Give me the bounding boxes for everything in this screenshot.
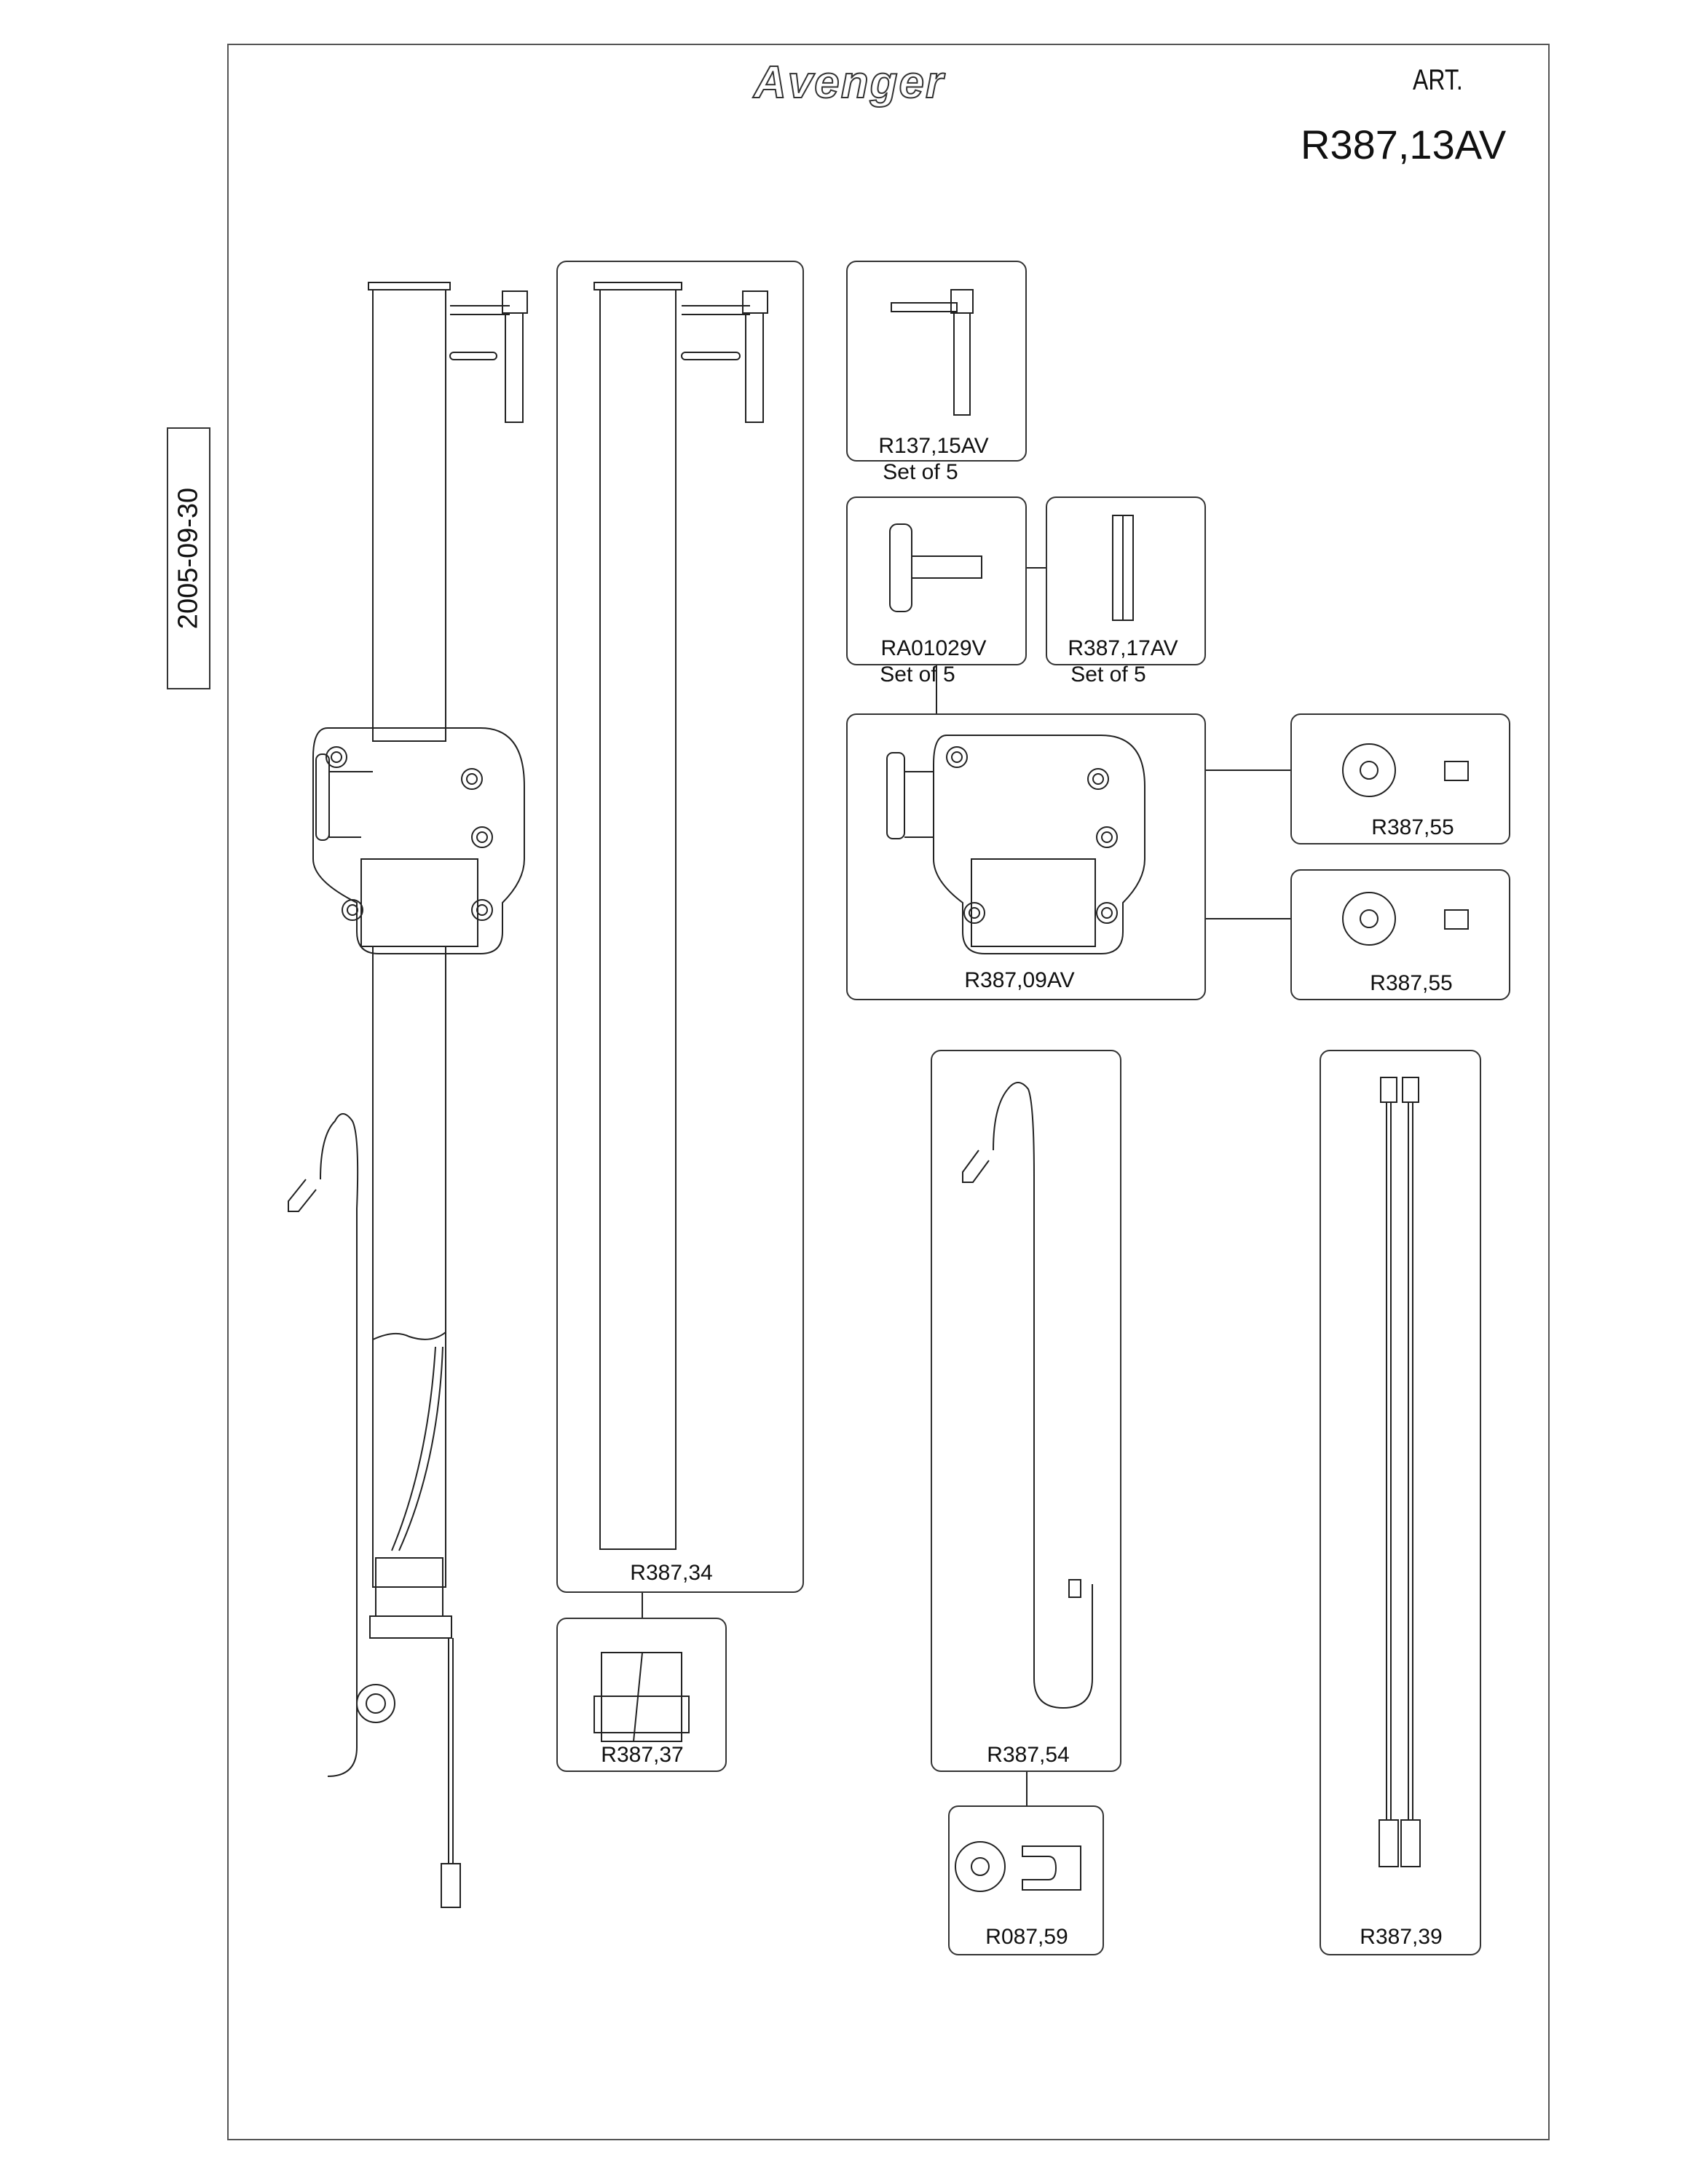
connector-lines <box>642 567 1290 1805</box>
part-box-r137-15av <box>846 261 1027 462</box>
art-label: ART. <box>1413 64 1463 96</box>
tube-drawing <box>593 282 768 1550</box>
part-box-r387-34 <box>556 261 804 1593</box>
part-box-r387-09av <box>846 713 1206 1000</box>
clamp-drawing <box>886 735 1145 954</box>
part-box-r387-54 <box>931 1050 1121 1772</box>
brand-logo-text: Avenger <box>753 57 945 108</box>
part-box-r387-39 <box>1320 1050 1481 1955</box>
part-box-r387-55-b <box>1290 869 1510 1000</box>
pin-drawing <box>891 289 974 416</box>
part-qty: Set of 5 <box>883 460 958 484</box>
part-label: R387,34 <box>630 1561 713 1585</box>
washer-clip-drawing <box>955 1841 1081 1892</box>
part-label: RA01029V <box>880 636 987 660</box>
cable-drawing <box>962 1082 1093 1709</box>
part-label: R087,59 <box>985 1925 1068 1949</box>
part-box-r387-55-a <box>1290 713 1510 844</box>
part-label: R387,54 <box>987 1743 1070 1767</box>
part-box-r387-37 <box>556 1618 727 1772</box>
assembled-stand-drawing <box>288 282 528 1908</box>
part-box-r387-17av <box>1046 496 1206 665</box>
date-box <box>167 427 210 689</box>
part-label: R387,55 <box>1371 815 1454 839</box>
drawing-frame <box>227 44 1550 2140</box>
part-label: R387,37 <box>601 1743 684 1767</box>
part-label: R387,17AV <box>1068 636 1178 660</box>
washer-set-drawing <box>1342 743 1469 946</box>
art-number: R387,13AV <box>1301 122 1507 167</box>
part-qty: Set of 5 <box>1070 662 1146 687</box>
pad-drawing <box>1112 515 1134 621</box>
part-label: R137,15AV <box>878 434 989 458</box>
part-box-ra01029v <box>846 496 1027 665</box>
part-label: R387,55 <box>1370 971 1453 995</box>
t-knob-drawing <box>889 523 982 612</box>
part-qty: Set of 5 <box>880 662 955 687</box>
part-label: R387,09AV <box>964 968 1075 992</box>
part-box-r087-59 <box>948 1805 1104 1955</box>
rods-drawing <box>1379 1077 1421 1867</box>
block-drawing <box>593 1652 690 1742</box>
part-label: R387,39 <box>1360 1925 1443 1949</box>
